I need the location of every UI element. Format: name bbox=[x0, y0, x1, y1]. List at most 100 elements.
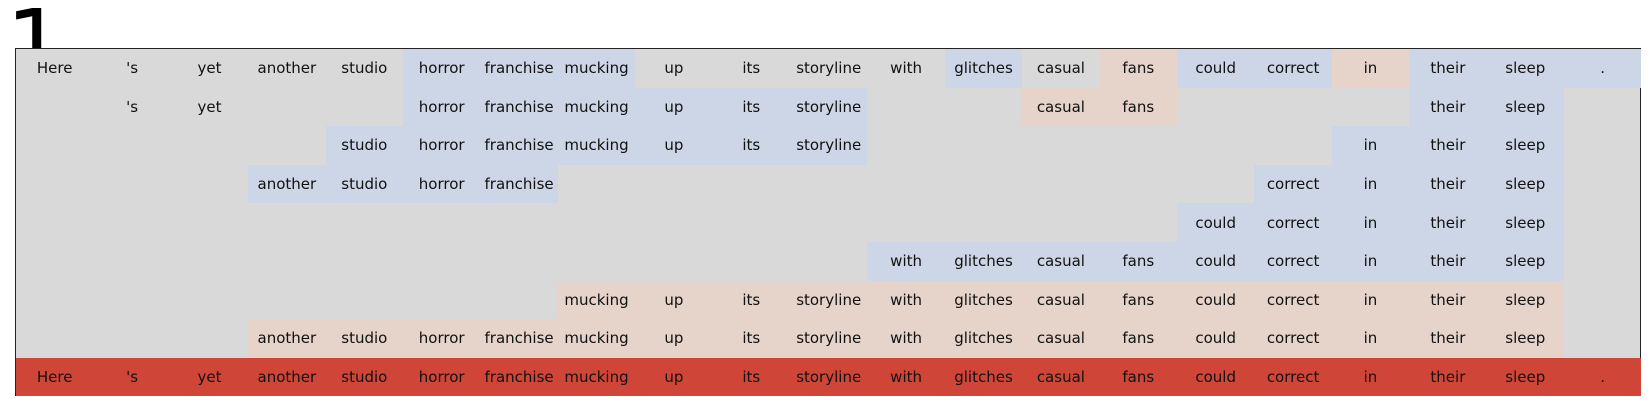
token-cell: up bbox=[635, 87, 713, 127]
token-cell bbox=[1177, 126, 1254, 165]
token-cell bbox=[403, 281, 480, 320]
token-cell: another bbox=[257, 59, 317, 78]
token-cell bbox=[171, 165, 248, 204]
token-cell bbox=[635, 203, 712, 242]
token-cell bbox=[403, 242, 480, 281]
token-cell bbox=[171, 126, 248, 165]
token-cell: studio bbox=[325, 357, 403, 397]
token-cell bbox=[558, 242, 635, 281]
token-cell: correct bbox=[1254, 242, 1332, 281]
token-cell: sleep bbox=[1486, 357, 1564, 397]
token-cell: correct bbox=[1254, 280, 1332, 320]
token-cell bbox=[326, 242, 403, 281]
token-cell bbox=[867, 88, 944, 127]
token-cell: their bbox=[1409, 242, 1487, 281]
token-cell: its bbox=[712, 87, 790, 127]
token-cell: horror bbox=[403, 126, 481, 165]
token-cell: fans bbox=[1099, 242, 1177, 281]
token-cell bbox=[713, 165, 790, 204]
token-cell bbox=[1177, 165, 1254, 204]
token-cell: their bbox=[1409, 319, 1487, 358]
token-cell: mucking bbox=[557, 280, 636, 320]
token-cell: in bbox=[1331, 164, 1410, 204]
token-cell: fans bbox=[1099, 280, 1177, 320]
token-cell: with bbox=[867, 280, 945, 320]
token-cell: correct bbox=[1254, 49, 1332, 88]
token-cell: horror bbox=[403, 357, 481, 397]
token-cell: fans bbox=[1099, 319, 1177, 358]
token-cell: up bbox=[635, 280, 713, 320]
token-cell: franchise bbox=[480, 164, 558, 204]
token-cell bbox=[326, 88, 403, 127]
token-cell: up bbox=[635, 357, 713, 397]
token-cell bbox=[16, 165, 93, 204]
token-cell: studio bbox=[341, 59, 388, 78]
token-cell bbox=[16, 242, 93, 281]
token-cell: sleep bbox=[1486, 203, 1564, 242]
token-cell: storyline bbox=[790, 87, 868, 127]
token-cell: their bbox=[1409, 203, 1487, 242]
token-cell: in bbox=[1331, 280, 1410, 320]
token-cell: horror bbox=[403, 49, 481, 88]
token-cell bbox=[558, 203, 635, 242]
token-cell bbox=[1564, 126, 1641, 165]
token-cell: sleep bbox=[1486, 280, 1564, 320]
token-cell: casual bbox=[1022, 280, 1100, 320]
token-cell: their bbox=[1409, 164, 1487, 204]
token-cell bbox=[713, 203, 790, 242]
token-cell: franchise bbox=[480, 357, 558, 397]
token-cell: storyline bbox=[796, 59, 862, 78]
token-cell bbox=[248, 281, 325, 320]
token-cell bbox=[1254, 88, 1331, 127]
token-cell: . bbox=[1564, 49, 1642, 88]
token-cell bbox=[326, 203, 403, 242]
token-cell bbox=[480, 242, 557, 281]
token-cell bbox=[1022, 165, 1099, 204]
token-cell: with bbox=[867, 242, 945, 281]
token-cell bbox=[248, 242, 325, 281]
token-cell: 's bbox=[126, 97, 139, 116]
token-cell: casual bbox=[1022, 319, 1100, 358]
token-cell: another bbox=[248, 164, 326, 204]
token-cell: could bbox=[1177, 319, 1255, 358]
token-cell: storyline bbox=[790, 126, 868, 165]
token-cell: glitches bbox=[944, 242, 1023, 281]
token-cell bbox=[248, 126, 325, 165]
token-cell bbox=[16, 88, 93, 127]
token-cell bbox=[790, 165, 867, 204]
token-cell: storyline bbox=[790, 357, 868, 397]
token-cell: its bbox=[712, 357, 790, 397]
token-cell bbox=[1564, 319, 1641, 358]
token-cell: mucking bbox=[557, 319, 636, 358]
token-cell: in bbox=[1331, 357, 1410, 397]
token-cell bbox=[93, 126, 170, 165]
token-cell bbox=[867, 165, 944, 204]
token-cell bbox=[1100, 126, 1177, 165]
token-cell: with bbox=[867, 319, 945, 358]
token-cell: Here bbox=[16, 357, 94, 397]
token-cell: correct bbox=[1254, 319, 1332, 358]
token-cell: another bbox=[248, 319, 326, 358]
token-cell: sleep bbox=[1486, 319, 1564, 358]
token-cell bbox=[1100, 165, 1177, 204]
token-cell: sleep bbox=[1486, 242, 1564, 281]
token-cell: franchise bbox=[480, 49, 558, 88]
token-cell: up bbox=[635, 319, 713, 358]
token-cell bbox=[1564, 203, 1641, 242]
token-cell bbox=[945, 126, 1022, 165]
token-cell: up bbox=[664, 59, 684, 78]
token-cell bbox=[93, 242, 170, 281]
token-cell bbox=[1564, 88, 1641, 127]
token-cell: its bbox=[712, 319, 790, 358]
token-cell bbox=[16, 126, 93, 165]
token-cell bbox=[945, 203, 1022, 242]
token-cell: . bbox=[1564, 357, 1642, 397]
token-cell: in bbox=[1331, 126, 1410, 165]
token-cell: its bbox=[712, 126, 790, 165]
token-cell: casual bbox=[1022, 242, 1100, 281]
